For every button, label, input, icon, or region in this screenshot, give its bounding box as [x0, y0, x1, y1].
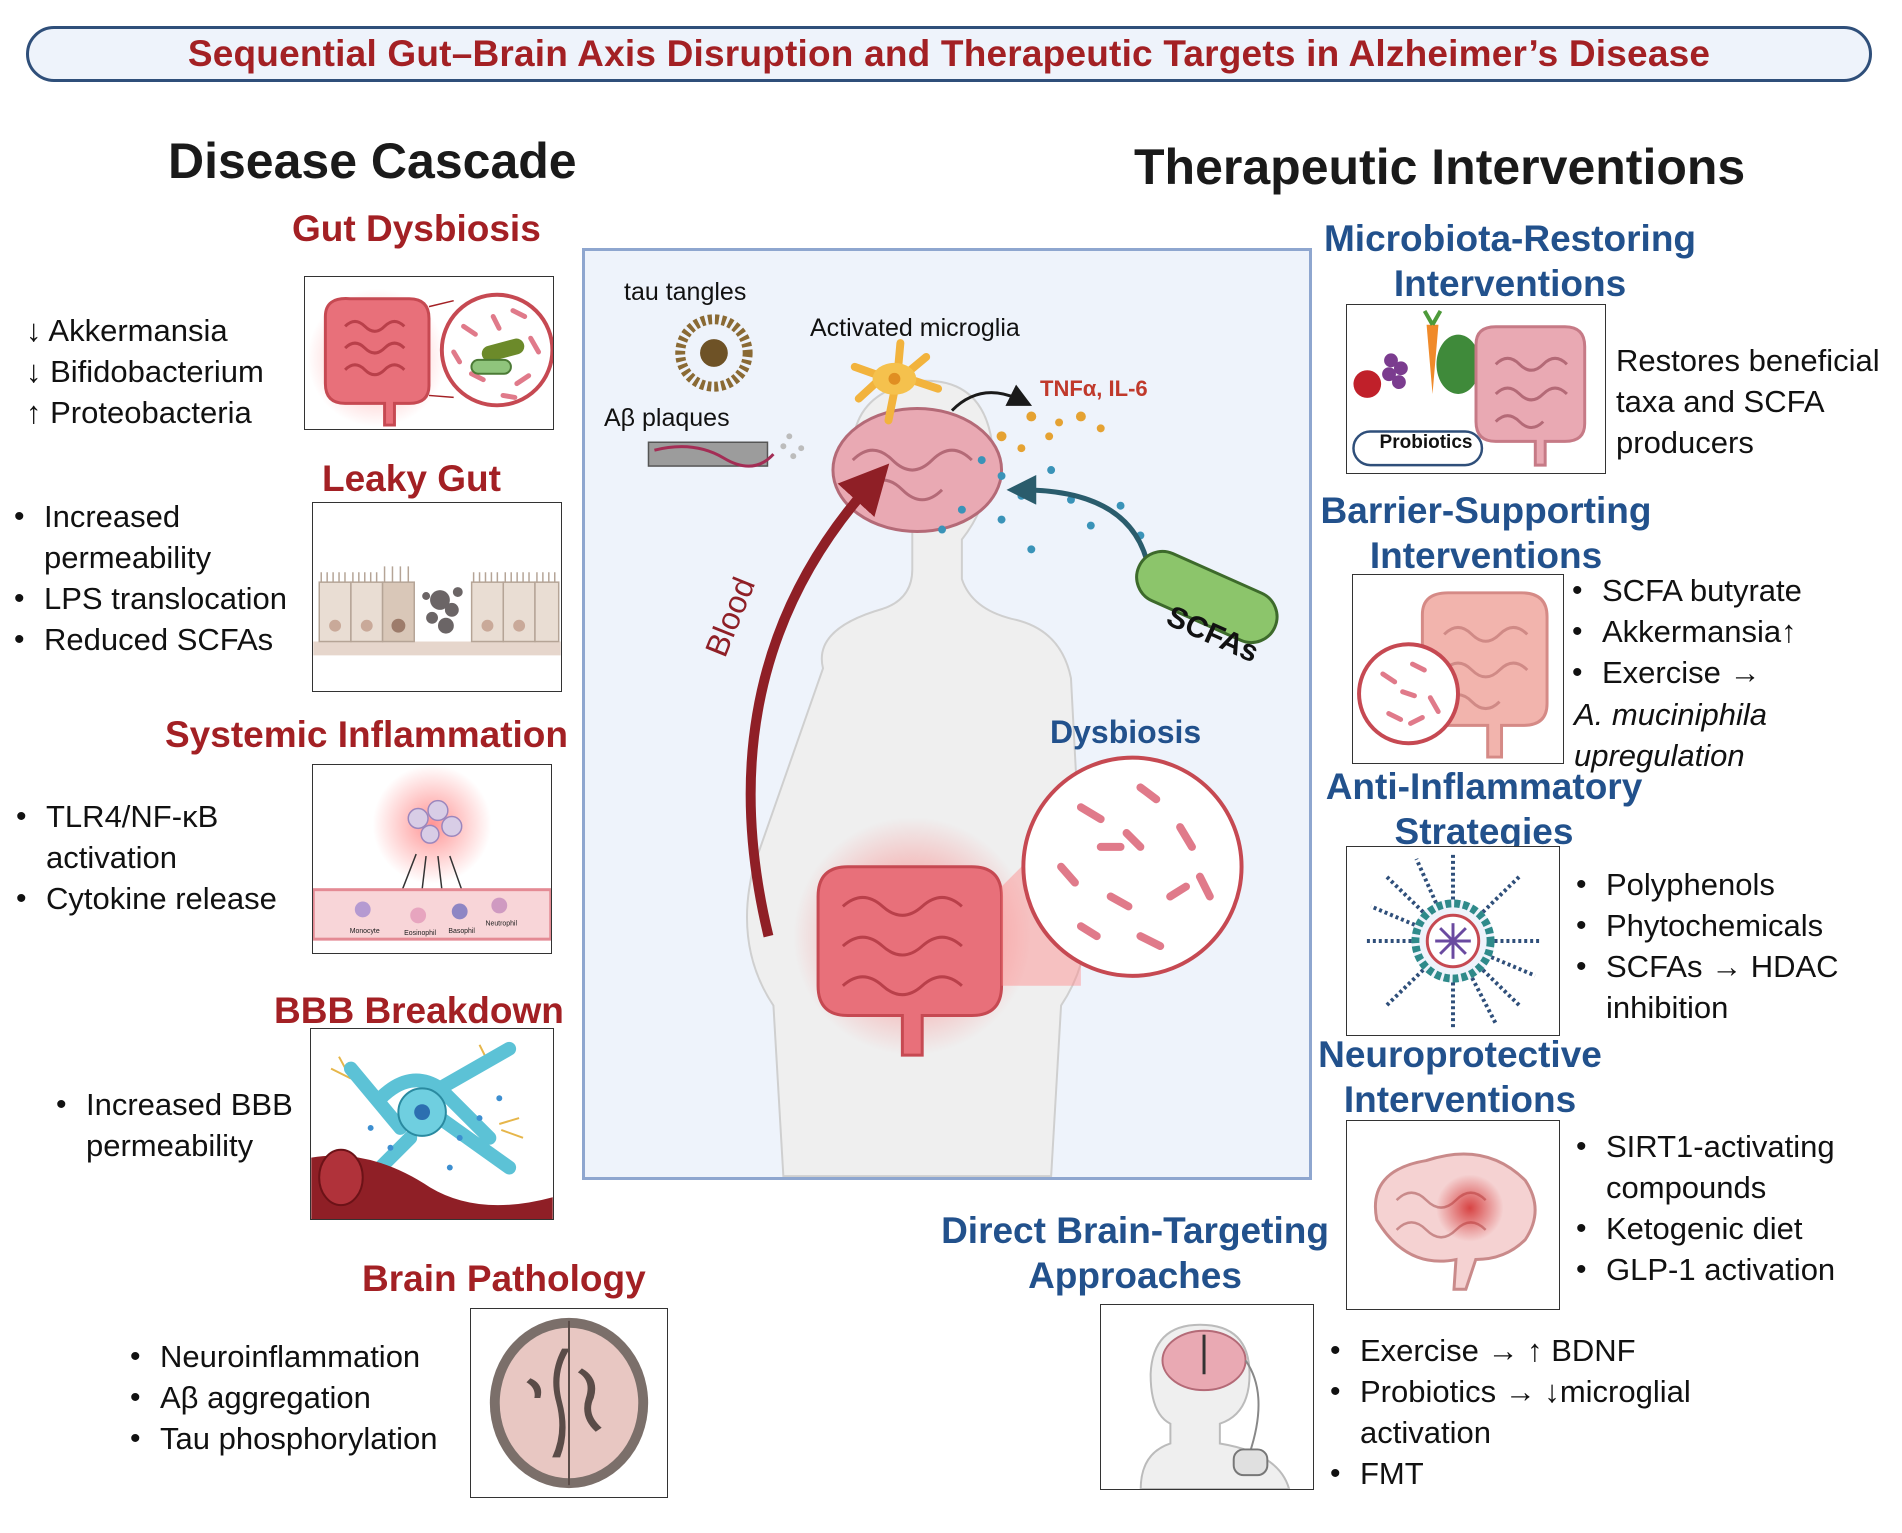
- blood-vessel-immune-cells-illustration: Monocyte Eosinophil Basophil Neutrophil: [313, 765, 551, 941]
- brain-pathology-list: Neuroinflammation Aβ aggregation Tau pho…: [124, 1336, 474, 1459]
- figure-title: Sequential Gut–Brain Axis Disruption and…: [187, 33, 1711, 74]
- brain-mri-slice-illustration: [489, 1317, 649, 1489]
- systemic-inflammation-title: Systemic Inflammation: [165, 714, 569, 755]
- barrier-panel: [1352, 574, 1564, 764]
- leaky-gut-title: Leaky Gut: [322, 458, 501, 499]
- brain-illustration: [1374, 1152, 1537, 1291]
- brain-pathology-panel: [470, 1308, 668, 1498]
- inflammation-item-tlr4: TLR4/NF-κB activation: [10, 796, 266, 878]
- leaky-gut-panel: [312, 502, 562, 692]
- barrier-item-akkermansia: Akkermansia↑: [1566, 611, 1896, 652]
- produce-intestine-illustration: [1352, 309, 1587, 467]
- barrier-list: SCFA butyrate Akkermansia↑ Exercise →: [1566, 570, 1896, 693]
- microglia-label: Activated microglia: [810, 314, 1020, 342]
- akkermansia-line: ↓ Akkermansia: [26, 313, 228, 348]
- intestine-bacteria-illustration: [307, 288, 553, 428]
- leaky-gut-item-permeability: Increased permeability: [8, 496, 244, 578]
- gut-dysbiosis-panel: [304, 276, 554, 430]
- direct-brain-item-exercise: Exercise → ↑ BDNF: [1324, 1330, 1724, 1371]
- brain-pathology-title: Brain Pathology: [362, 1258, 646, 1299]
- intestine-bacteria-barrier-illustration: [1357, 591, 1549, 759]
- barrier-item-butyrate: SCFA butyrate: [1566, 570, 1896, 611]
- abeta-plaques-label: Aβ plaques: [604, 404, 730, 432]
- tau-tangles-label: tau tangles: [624, 278, 747, 306]
- cell-label-neutrophil: Neutrophil: [486, 920, 518, 927]
- inflammation-item-cytokine: Cytokine release: [10, 878, 310, 919]
- pathology-item-neuroinflammation: Neuroinflammation: [124, 1336, 474, 1377]
- neuroprotective-list: SIRT1-activating compounds Ketogenic die…: [1570, 1126, 1890, 1290]
- astrocyte-vessel-illustration: [311, 1041, 553, 1219]
- disease-cascade-heading: Disease Cascade: [168, 133, 577, 189]
- human-body-gut-brain-illustration: [647, 314, 1279, 1177]
- cell-label-basophil: Basophil: [448, 928, 475, 935]
- anti-inflammatory-panel: [1346, 846, 1560, 1036]
- barrier-item-exercise: Exercise →: [1566, 652, 1896, 693]
- bifidobacterium-line: ↓ Bifidobacterium: [26, 354, 264, 389]
- anti-inflammatory-item-polyphenols: Polyphenols: [1570, 864, 1880, 905]
- neuroprotective-item-sirt1: SIRT1-activating compounds: [1570, 1126, 1856, 1208]
- microbiota-description: Restores beneficial taxa and SCFA produc…: [1616, 343, 1880, 460]
- anti-inflammatory-title: Anti-Inflammatory Strategies: [1325, 766, 1643, 852]
- title-banner: Sequential Gut–Brain Axis Disruption and…: [26, 26, 1872, 82]
- pathology-item-abeta: Aβ aggregation: [124, 1377, 474, 1418]
- proteobacteria-line: ↑ Proteobacteria: [26, 395, 252, 430]
- direct-brain-panel: [1100, 1304, 1314, 1490]
- gut-brain-axis-center-panel: [582, 248, 1312, 1180]
- leaky-gut-list: Increased permeability LPS translocation…: [8, 496, 312, 660]
- nanoparticle-illustration: [1366, 852, 1540, 1030]
- direct-brain-list: Exercise → ↑ BDNF Probiotics → ↓microgli…: [1324, 1330, 1724, 1494]
- anti-inflammatory-list: Polyphenols Phytochemicals SCFAs → HDAC …: [1570, 864, 1880, 1028]
- neuroprotective-item-ketogenic: Ketogenic diet: [1570, 1208, 1890, 1249]
- therapeutic-interventions-heading: Therapeutic Interventions: [1134, 139, 1746, 195]
- direct-brain-item-fmt: FMT: [1324, 1453, 1724, 1494]
- pathology-item-tau: Tau phosphorylation: [124, 1418, 474, 1459]
- leaky-gut-item-scfa: Reduced SCFAs: [8, 619, 312, 660]
- anti-inflammatory-item-hdac: SCFAs → HDAC inhibition: [1570, 946, 1846, 1028]
- microbiota-title: Microbiota-Restoring Interventions: [1323, 218, 1697, 304]
- bbb-item-permeability: Increased BBB permeability: [50, 1084, 306, 1166]
- systemic-inflammation-list: TLR4/NF-κB activation Cytokine release: [10, 796, 310, 919]
- bbb-breakdown-panel: [310, 1028, 554, 1220]
- leaky-gut-item-lps: LPS translocation: [8, 578, 312, 619]
- cell-label-monocyte: Monocyte: [350, 928, 380, 935]
- bbb-breakdown-list: Increased BBB permeability: [50, 1084, 310, 1166]
- dysbiosis-label: Dysbiosis: [1050, 714, 1202, 750]
- direct-brain-title: Direct Brain-Targeting Approaches: [941, 1210, 1329, 1296]
- microbiota-panel: [1346, 304, 1606, 474]
- systemic-inflammation-panel: Monocyte Eosinophil Basophil Neutrophil: [312, 764, 552, 954]
- barrier-title: Barrier-Supporting Interventions: [1320, 490, 1652, 576]
- anti-inflammatory-item-phytochemicals: Phytochemicals: [1570, 905, 1880, 946]
- neuroprotective-title: Neuroprotective Interventions: [1318, 1034, 1602, 1120]
- epithelium-illustration: [313, 566, 561, 656]
- gut-dysbiosis-list: ↓ Akkermansia ↓ Bifidobacterium ↑ Proteo…: [26, 310, 264, 433]
- direct-brain-item-probiotics: Probiotics → ↓microglial activation: [1324, 1371, 1710, 1453]
- neuroprotective-item-glp1: GLP-1 activation: [1570, 1249, 1890, 1290]
- cytokines-label: TNFα, IL-6: [1040, 376, 1148, 401]
- gut-dysbiosis-title: Gut Dysbiosis: [292, 208, 541, 249]
- head-brain-stimulator-illustration: [1139, 1323, 1291, 1489]
- neuroprotective-panel: [1346, 1120, 1560, 1310]
- bbb-breakdown-title: BBB Breakdown: [274, 990, 564, 1031]
- barrier-italic-note: A. muciniphila upregulation: [1574, 697, 1767, 773]
- cell-label-eosinophil: Eosinophil: [404, 930, 436, 937]
- probiotics-badge-label: Probiotics: [1379, 432, 1473, 453]
